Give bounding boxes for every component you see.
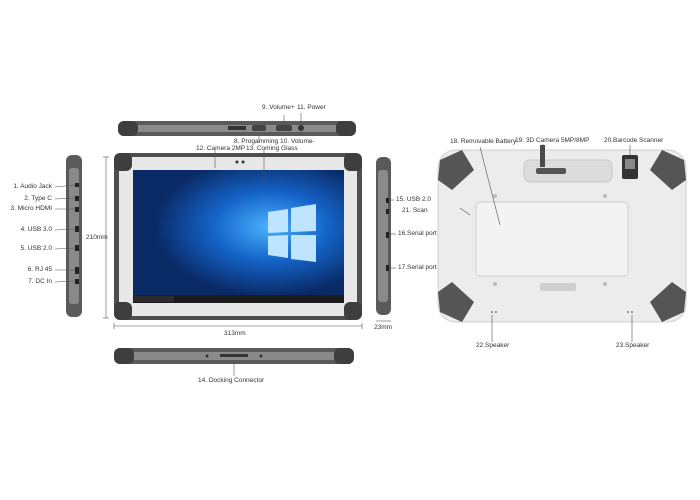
- label-usb30: 4. USB 3.0: [20, 226, 52, 233]
- label-dc-in: 7. DC In: [28, 278, 52, 285]
- label-coming-glass: 13. Coming Glass: [246, 145, 298, 152]
- label-micro-hdmi: 3. Micro HDMI: [10, 205, 52, 212]
- label-audio-jack: 1. Audio Jack: [13, 183, 52, 190]
- label-speaker-right: 23.Speaker: [616, 342, 650, 349]
- label-removable-battery: 18. Removable Battery: [450, 138, 517, 145]
- label-type-c: 2. Type C: [24, 195, 52, 202]
- label-power: 11. Power: [297, 104, 326, 111]
- label-serial-port-16: 16.Serial port: [398, 230, 437, 237]
- label-volume-up: 9. Volume+: [262, 104, 295, 111]
- dimension-depth: 23mm: [374, 324, 393, 331]
- dimension-width: 313mm: [224, 330, 246, 337]
- label-scan: 21. Scan: [402, 207, 428, 214]
- label-speaker-left: 22.Speaker: [476, 342, 510, 349]
- front-view: [114, 153, 362, 320]
- dimension-height: 210mm: [86, 234, 108, 241]
- right-edge-view: [376, 157, 391, 315]
- label-usb20-left: 5. USB 2.0: [20, 245, 52, 252]
- label-programming: 8. Progamming: [234, 138, 279, 145]
- label-barcode-scanner: 20.Barcode Scanner: [604, 137, 664, 144]
- top-edge-view: [118, 121, 356, 136]
- label-docking-connector: 14. Docking Connector: [198, 377, 265, 384]
- label-camera-2mp: 12. Camera 2MP: [196, 145, 246, 152]
- leader-lines: [54, 113, 633, 376]
- label-3d-camera: 19. 3D Camera 5MP/8MP: [515, 137, 590, 144]
- label-usb20-right: 15. USB 2.0: [396, 196, 432, 203]
- bottom-edge-view: [114, 348, 354, 364]
- label-serial-port-17: 17.Serial port: [398, 264, 437, 271]
- left-edge-view: [66, 155, 82, 317]
- back-view: [437, 145, 687, 323]
- label-rj45: 6. RJ 45: [27, 266, 52, 273]
- label-volume-down: 10. Volume-: [280, 138, 315, 145]
